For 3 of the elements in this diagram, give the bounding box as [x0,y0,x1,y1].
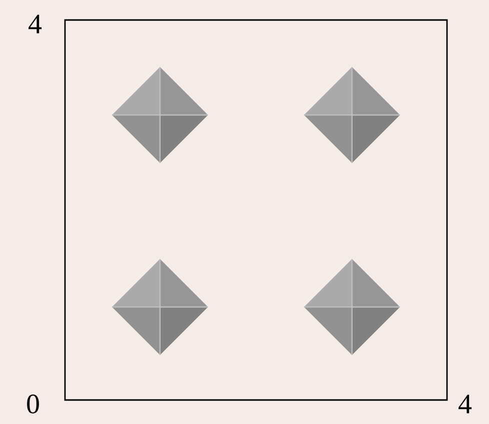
axis-label: 4 [458,394,472,414]
axis-label: 4 [28,14,42,34]
axis-label: 0 [27,394,39,414]
